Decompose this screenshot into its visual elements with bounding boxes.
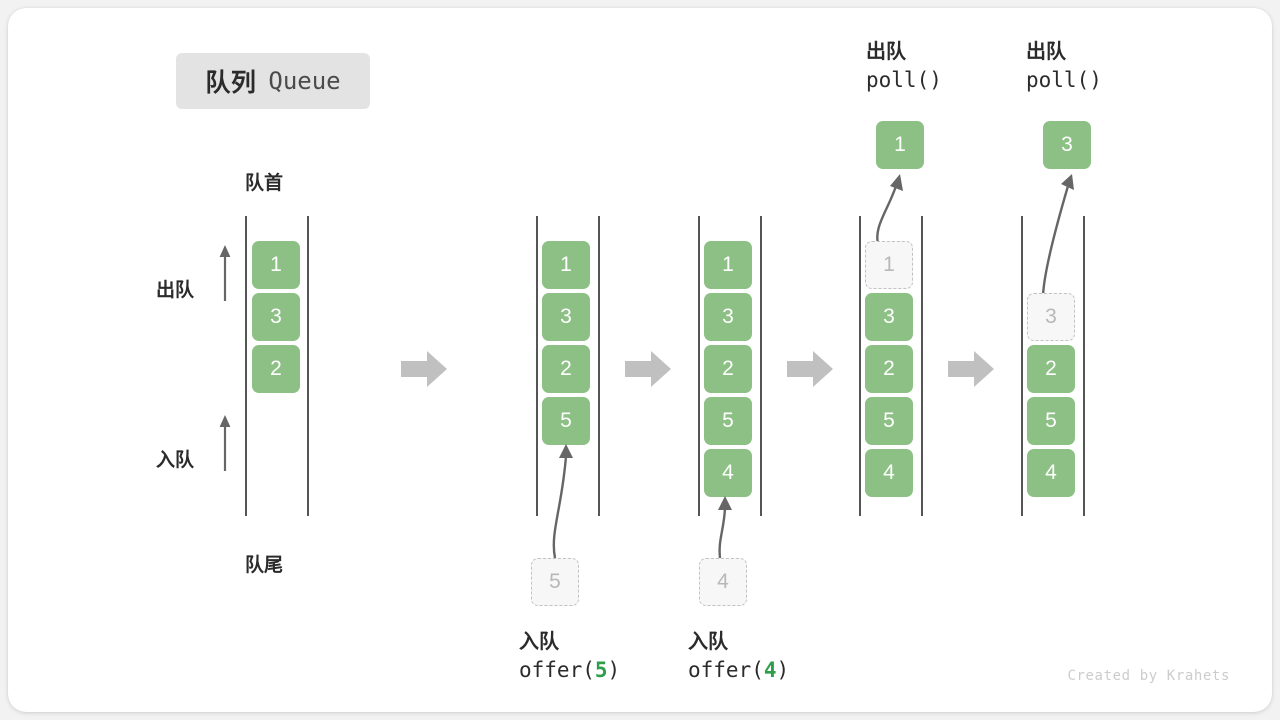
- operation-name: 出队: [866, 41, 906, 63]
- queue-tail-label: 队尾: [245, 555, 284, 576]
- title-chinese: 队列: [205, 69, 257, 97]
- step-arrow-icon: [401, 351, 447, 387]
- dequeue-side-label: 出队: [156, 280, 195, 301]
- queue-cell: 2: [704, 345, 752, 393]
- enqueue-direction-arrow-icon: [219, 415, 231, 471]
- enqueue-curve-arrow-icon: [718, 496, 732, 559]
- dequeue-direction-arrow-icon: [219, 245, 231, 301]
- operation-label-poll-1: 出队 poll(): [866, 38, 942, 96]
- watermark: Created by Krahets: [1067, 668, 1230, 684]
- queue-head-label: 队首: [245, 173, 284, 194]
- rail-left: [1021, 216, 1023, 516]
- rail-right: [307, 216, 309, 516]
- queue-cell: 5: [1027, 397, 1075, 445]
- queue-cell: 1: [542, 241, 590, 289]
- step-arrow-icon: [948, 351, 994, 387]
- operation-label-poll-3: 出队 poll(): [1026, 38, 1102, 96]
- rail-right: [760, 216, 762, 516]
- title-badge: 队列 Queue: [176, 53, 370, 109]
- dequeue-curve-arrow-icon: [1041, 174, 1074, 297]
- operation-name: 入队: [688, 631, 728, 653]
- rail-right: [598, 216, 600, 516]
- operation-code: offer(5): [519, 658, 621, 683]
- enqueue-side-label: 入队: [156, 450, 195, 471]
- operation-code: poll(): [866, 68, 942, 93]
- queue-cell-ghost: 3: [1027, 293, 1075, 341]
- queue-cell: 2: [542, 345, 590, 393]
- title-english: Queue: [268, 67, 341, 95]
- operation-name: 入队: [519, 631, 559, 653]
- queue-cell: 3: [865, 293, 913, 341]
- queue-cell: 3: [704, 293, 752, 341]
- dequeue-curve-arrow-icon: [876, 174, 903, 245]
- rail-right: [1083, 216, 1085, 516]
- operation-label-offer-4: 入队 offer(4): [688, 628, 789, 686]
- step-arrow-icon: [625, 351, 671, 387]
- incoming-ghost-cell: 4: [699, 558, 747, 606]
- queue-cell: 4: [1027, 449, 1075, 497]
- queue-cell: 4: [704, 449, 752, 497]
- rail-left: [859, 216, 861, 516]
- queue-cell: 5: [865, 397, 913, 445]
- step-arrow-icon: [787, 351, 833, 387]
- queue-cell: 4: [865, 449, 913, 497]
- popped-cell: 1: [876, 121, 924, 169]
- operation-code: offer(4): [688, 658, 790, 683]
- queue-cell: 3: [252, 293, 300, 341]
- rail-right: [921, 216, 923, 516]
- enqueue-curve-arrow-icon: [552, 444, 573, 559]
- queue-cell-ghost: 1: [865, 241, 913, 289]
- incoming-ghost-cell: 5: [531, 558, 579, 606]
- queue-cell: 3: [542, 293, 590, 341]
- queue-cell: 5: [704, 397, 752, 445]
- rail-left: [536, 216, 538, 516]
- queue-cell: 5: [542, 397, 590, 445]
- diagram-card: 队列 Queue 队首 队尾 出队 入队 1 3 2: [8, 8, 1272, 712]
- popped-cell: 3: [1043, 121, 1091, 169]
- queue-cell: 1: [704, 241, 752, 289]
- queue-cell: 1: [252, 241, 300, 289]
- queue-cell: 2: [252, 345, 300, 393]
- rail-left: [245, 216, 247, 516]
- operation-code: poll(): [1026, 68, 1102, 93]
- operation-name: 出队: [1026, 41, 1066, 63]
- queue-cell: 2: [1027, 345, 1075, 393]
- rail-left: [698, 216, 700, 516]
- queue-cell: 2: [865, 345, 913, 393]
- operation-label-offer-5: 入队 offer(5): [519, 628, 620, 686]
